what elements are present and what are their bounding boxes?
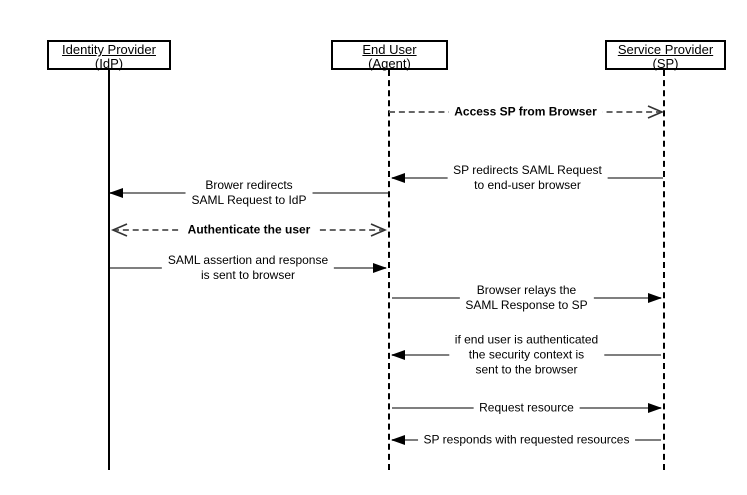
- message-label: Request resource: [473, 400, 580, 416]
- actor-name: Identity Provider: [62, 42, 156, 57]
- lifeline-service-provider: [663, 70, 665, 470]
- open-arrowhead-right-icon: [370, 223, 388, 237]
- message-label: Brower redirects SAML Request to IdP: [185, 178, 313, 208]
- message-label: Authenticate the user: [181, 222, 317, 238]
- arrowhead-left-icon: [109, 188, 123, 198]
- lifeline-end-user: [388, 70, 390, 470]
- actor-name: End User: [362, 42, 417, 57]
- message-label: SAML assertion and response is sent to b…: [161, 253, 335, 283]
- arrowhead-left-icon: [391, 350, 405, 360]
- message-label: Browser relays the SAML Response to SP: [459, 283, 594, 313]
- arrowhead-left-icon: [391, 435, 405, 445]
- open-arrowhead-right-icon: [647, 105, 665, 119]
- actor-alias: (IdP): [94, 56, 124, 71]
- message-label: if end user is authenticated the securit…: [448, 332, 605, 378]
- actor-name: Service Provider: [617, 42, 714, 57]
- actor-service-provider: Service Provider (SP): [605, 40, 726, 71]
- actor-end-user: End User (Agent): [331, 40, 448, 71]
- arrowhead-right-icon: [648, 403, 662, 413]
- open-arrowhead-left-icon: [110, 223, 128, 237]
- arrowhead-right-icon: [648, 293, 662, 303]
- actor-identity-provider: Identity Provider (IdP): [47, 40, 171, 71]
- message-label: SP redirects SAML Request to end-user br…: [447, 163, 608, 193]
- arrowhead-left-icon: [391, 173, 405, 183]
- actor-alias: (Agent): [368, 56, 411, 71]
- lifeline-identity-provider: [108, 70, 110, 470]
- arrowhead-right-icon: [373, 263, 387, 273]
- message-label: SP responds with requested resources: [417, 432, 636, 448]
- message-label: Access SP from Browser: [448, 104, 603, 120]
- actor-alias: (SP): [652, 56, 679, 71]
